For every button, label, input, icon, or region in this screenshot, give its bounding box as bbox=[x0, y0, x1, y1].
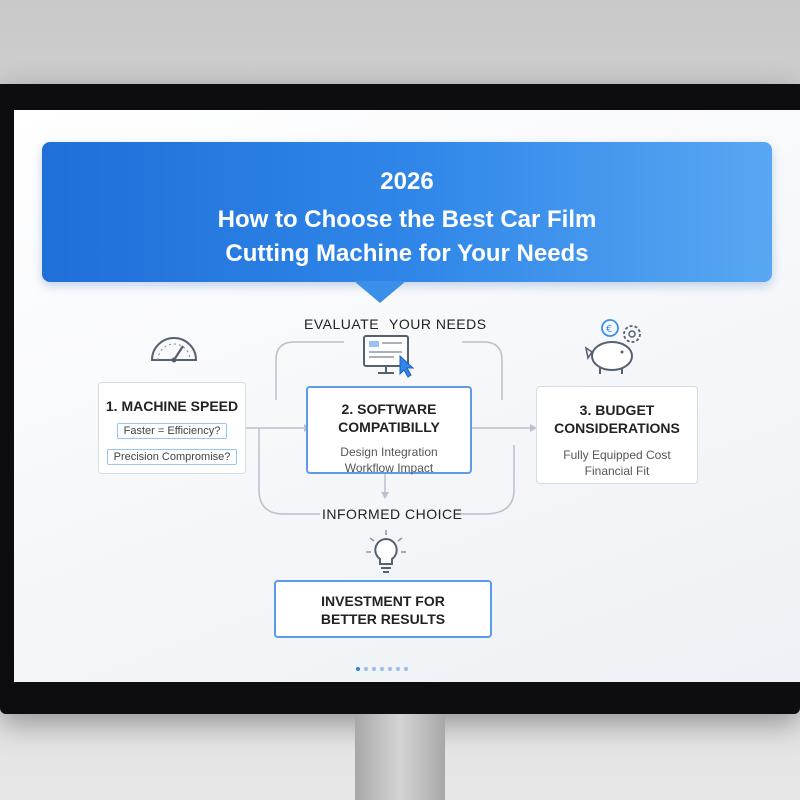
software-box: 2. SOFTWARE COMPATIBILLY Design Integrat… bbox=[306, 386, 472, 475]
monitor-stand bbox=[355, 714, 445, 800]
monitor-cursor-icon bbox=[363, 335, 415, 378]
pagination-dot[interactable] bbox=[372, 667, 376, 671]
banner-pointer bbox=[354, 281, 406, 303]
result-box: INVESTMENT FOR BETTER RESULTS bbox=[274, 580, 492, 638]
pagination-dot[interactable] bbox=[364, 667, 368, 671]
title-banner: 2026 How to Choose the Best Car Film Cut… bbox=[42, 142, 772, 282]
pagination-dot[interactable] bbox=[396, 667, 400, 671]
pagination-dot[interactable] bbox=[356, 667, 360, 671]
software-line2: Workflow Impact bbox=[344, 461, 434, 475]
result-line1: INVESTMENT FOR bbox=[321, 593, 445, 609]
machine-speed-box: 1. MACHINE SPEED Faster = Efficiency? Pr… bbox=[98, 382, 246, 474]
connector-right-top bbox=[462, 341, 503, 400]
banner-year: 2026 bbox=[380, 168, 434, 195]
software-title-line2: COMPATIBILLY bbox=[338, 419, 440, 435]
speed-chip-efficiency: Faster = Efficiency? bbox=[116, 423, 228, 439]
connector-right-bottom bbox=[454, 445, 515, 515]
pagination-dot[interactable] bbox=[380, 667, 384, 671]
budget-title-line1: 3. BUDGET bbox=[579, 402, 655, 418]
budget-line2: Financial Fit bbox=[584, 464, 650, 478]
machine-speed-title: 1. MACHINE SPEED bbox=[105, 398, 239, 414]
software-line1: Design Integration bbox=[340, 445, 438, 459]
lightbulb-icon bbox=[366, 530, 406, 573]
slide-screen: 2026 How to Choose the Best Car Film Cut… bbox=[14, 110, 800, 682]
slide-pagination[interactable] bbox=[354, 658, 410, 676]
connector-left-bottom bbox=[258, 428, 320, 515]
banner-title-line1: How to Choose the Best Car Film bbox=[217, 206, 597, 233]
pagination-dot[interactable] bbox=[388, 667, 392, 671]
informed-choice-label: INFORMED CHOICE bbox=[322, 506, 463, 522]
piggy-bank-gear-icon: € bbox=[584, 319, 641, 374]
connector-lines bbox=[246, 341, 537, 515]
evaluate-label: EVALUATE bbox=[304, 316, 380, 332]
budget-title-line2: CONSIDERATIONS bbox=[554, 420, 680, 436]
budget-box: 3. BUDGET CONSIDERATIONS Fully Equipped … bbox=[536, 386, 698, 484]
result-line2: BETTER RESULTS bbox=[320, 611, 446, 627]
speedometer-icon bbox=[150, 337, 198, 363]
pagination-dot[interactable] bbox=[404, 667, 408, 671]
connector-left-top bbox=[275, 341, 344, 400]
svg-text:€: € bbox=[606, 324, 612, 335]
banner-title-line2: Cutting Machine for Your Needs bbox=[225, 240, 589, 267]
your-needs-label: YOUR NEEDS bbox=[389, 316, 487, 332]
speed-chip-precision: Precision Compromise? bbox=[106, 449, 238, 465]
budget-line1: Fully Equipped Cost bbox=[563, 448, 671, 462]
software-title-line1: 2. SOFTWARE bbox=[341, 401, 437, 417]
